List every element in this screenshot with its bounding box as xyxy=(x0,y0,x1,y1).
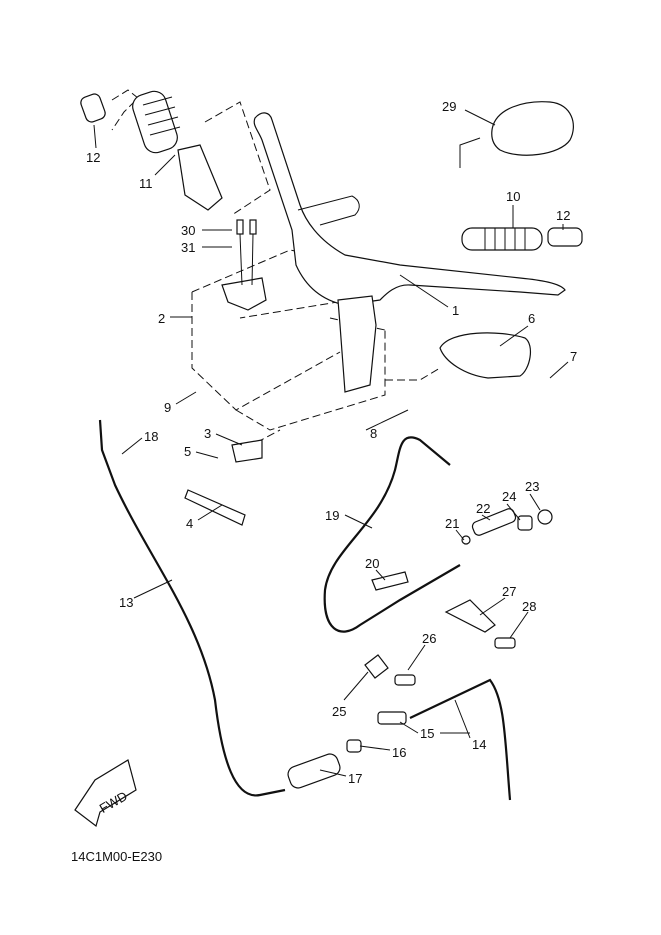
cable-19 xyxy=(323,436,553,801)
callout-12-left: 12 xyxy=(86,150,100,165)
callout-2: 2 xyxy=(158,311,165,326)
callout-25: 25 xyxy=(332,704,346,719)
steering-column xyxy=(337,295,377,393)
callout-15: 15 xyxy=(420,726,434,741)
mirror xyxy=(459,101,574,168)
callout-12-right: 12 xyxy=(556,208,570,223)
callout-26: 26 xyxy=(422,631,436,646)
callout-labels: 12 11 29 10 12 30 31 2 1 6 7 9 3 8 18 5 … xyxy=(86,99,577,786)
left-grip xyxy=(80,90,223,211)
callout-14: 14 xyxy=(472,737,486,752)
bracket-3 xyxy=(184,439,263,526)
callout-3: 3 xyxy=(204,426,211,441)
callout-20: 20 xyxy=(365,556,379,571)
throttle-cable xyxy=(98,419,362,797)
callout-27: 27 xyxy=(502,584,516,599)
callout-21: 21 xyxy=(445,516,459,531)
callout-1: 1 xyxy=(452,303,459,318)
callout-18: 18 xyxy=(144,429,158,444)
diagram-code: 14C1M00-E230 xyxy=(71,849,163,864)
callout-11: 11 xyxy=(139,176,153,191)
callout-8: 8 xyxy=(370,426,377,441)
callout-24: 24 xyxy=(502,489,516,504)
handlebar-holder xyxy=(221,219,267,311)
callout-9: 9 xyxy=(164,400,171,415)
callout-22: 22 xyxy=(476,501,490,516)
right-grip xyxy=(461,227,583,251)
callout-10: 10 xyxy=(506,189,520,204)
callout-6: 6 xyxy=(528,311,535,326)
callout-7: 7 xyxy=(570,349,577,364)
callout-16: 16 xyxy=(392,745,406,760)
callout-30: 30 xyxy=(181,223,195,238)
callout-4: 4 xyxy=(186,516,193,531)
leader-lines xyxy=(93,109,569,777)
callout-31: 31 xyxy=(181,240,195,255)
handlebar-cover xyxy=(439,332,532,379)
callout-17: 17 xyxy=(348,771,362,786)
callout-23: 23 xyxy=(525,479,539,494)
fwd-arrow: FWD xyxy=(74,759,137,828)
handlebar xyxy=(253,112,566,306)
callout-19: 19 xyxy=(325,508,339,523)
callout-29: 29 xyxy=(442,99,456,114)
callout-13: 13 xyxy=(119,595,133,610)
callout-5: 5 xyxy=(184,444,191,459)
callout-28: 28 xyxy=(522,599,536,614)
